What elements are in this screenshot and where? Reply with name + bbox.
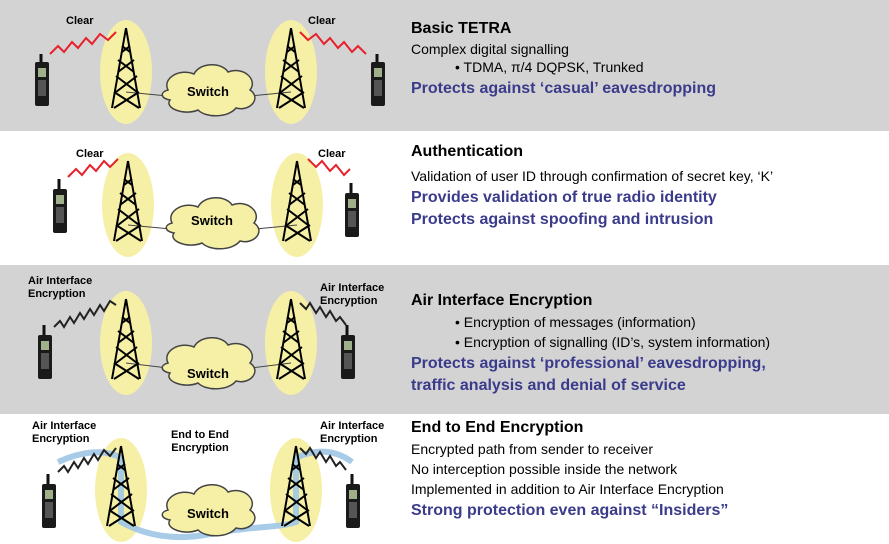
highlight-line: Strong protection even against “Insiders…: [411, 502, 729, 519]
section-title: Basic TETRA: [411, 20, 512, 37]
left-clear-signal: [67, 158, 119, 178]
highlight-line: Provides validation of true radio identi…: [411, 189, 717, 206]
right-encrypted-signal: [299, 446, 347, 471]
left-radio-icon: [38, 325, 52, 379]
basic-tetra-diagram: Switch Clear Clear: [35, 15, 385, 124]
left-tower-icon: [106, 445, 136, 527]
right-tower-icon: [276, 298, 306, 380]
right-signal-label: Clear: [308, 15, 336, 27]
switch-cloud-icon: [161, 64, 256, 117]
left-radio-icon: [35, 54, 49, 106]
section-basic-tetra: Switch Clear Clear Basic TETRA Complex d…: [0, 0, 889, 131]
highlight-line: Protects against spoofing and intrusion: [411, 211, 714, 228]
switch-label: Switch: [191, 213, 233, 228]
section-line: Validation of user ID through confirmati…: [411, 168, 774, 184]
highlight-line: Protects against ‘professional’ eavesdro…: [411, 355, 766, 372]
left-radio-icon: [42, 474, 56, 528]
air-interface-text: Air Interface Encryption • Encryption of…: [411, 292, 885, 397]
left-tower-icon: [113, 160, 143, 242]
right-radio-icon: [341, 325, 355, 379]
switch-label: Switch: [187, 84, 229, 99]
left-tower-glow: [100, 20, 152, 124]
highlight-line: Protects against ‘casual’ eavesdropping: [411, 80, 716, 97]
right-radio-icon: [371, 54, 385, 106]
right-tower-glow: [265, 291, 317, 395]
section-line: Implemented in addition to Air Interface…: [411, 481, 724, 497]
section-line: Complex digital signalling: [411, 41, 569, 57]
bullet-item: • Encryption of messages (information): [455, 314, 696, 330]
section-authentication: Switch Clear Clear Authentication Valida…: [0, 131, 889, 261]
right-tower-icon: [281, 445, 311, 527]
end-to-end-text: End to End Encryption Encrypted path fro…: [411, 419, 885, 522]
left-tower-icon: [111, 27, 141, 109]
section-title: Air Interface Encryption: [411, 292, 593, 309]
right-tower-icon: [282, 160, 312, 242]
switch-cloud-icon: [165, 197, 260, 250]
switch-label: Switch: [187, 366, 229, 381]
authentication-diagram: Switch Clear Clear: [53, 148, 359, 257]
left-tower-icon: [111, 298, 141, 380]
bullet-item: • Encryption of signalling (ID’s, system…: [455, 334, 771, 350]
section-title: End to End Encryption: [411, 419, 584, 436]
right-encrypted-signal: [299, 301, 347, 326]
bullet-item: • TDMA, π/4 DQPSK, Trunked: [455, 59, 644, 75]
right-clear-signal: [299, 31, 367, 55]
section-line: Encrypted path from sender to receiver: [411, 441, 654, 457]
basic-tetra-text: Basic TETRA Complex digital signalling •…: [411, 20, 885, 100]
right-radio-icon: [345, 183, 359, 237]
right-tower-icon: [276, 27, 306, 109]
section-line: No interception possible inside the netw…: [411, 461, 678, 477]
highlight-line: traffic analysis and denial of service: [411, 377, 686, 394]
section-title: Authentication: [411, 143, 523, 160]
authentication-text: Authentication Validation of user ID thr…: [411, 143, 885, 231]
right-tower-glow: [265, 20, 317, 124]
left-tower-glow: [102, 153, 154, 257]
left-signal-label: Clear: [76, 148, 104, 160]
right-signal-label: Clear: [318, 148, 346, 160]
left-encrypted-signal: [57, 447, 117, 474]
right-tower-glow: [271, 153, 323, 257]
switch-label: Switch: [187, 506, 229, 521]
left-clear-signal: [49, 31, 117, 55]
right-clear-signal: [307, 158, 351, 177]
left-encrypted-signal: [53, 299, 117, 329]
left-radio-icon: [53, 179, 67, 233]
left-signal-label: Clear: [66, 15, 94, 27]
switch-cloud-icon: [161, 337, 256, 390]
right-radio-icon: [346, 474, 360, 528]
switch-cloud-icon: [161, 484, 256, 537]
